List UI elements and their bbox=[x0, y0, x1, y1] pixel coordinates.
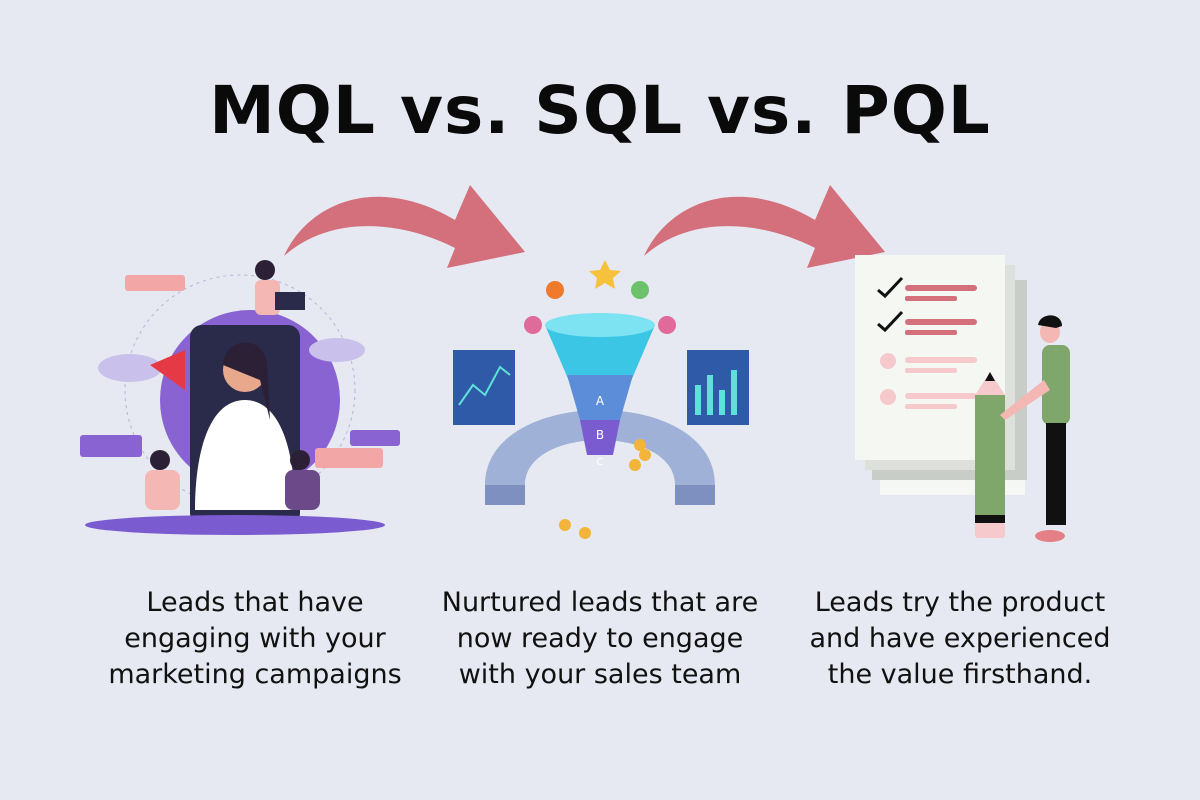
funnel-label-a: A bbox=[596, 394, 605, 408]
sql-caption: Nurtured leads that are now ready to eng… bbox=[430, 585, 770, 693]
caption-line: now ready to engage bbox=[456, 623, 744, 654]
marketing-campaign-illustration bbox=[80, 260, 400, 535]
funnel-label-c: C bbox=[597, 457, 604, 468]
caption-line: marketing campaigns bbox=[108, 659, 402, 690]
curved-arrow-icon bbox=[284, 185, 525, 268]
caption-line: and have experienced bbox=[809, 623, 1111, 654]
caption-line: engaging with your bbox=[124, 623, 386, 654]
funnel-label-b: B bbox=[596, 428, 604, 442]
curved-arrow-icon bbox=[644, 185, 885, 268]
page-title: MQL vs. SQL vs. PQL bbox=[209, 72, 991, 149]
caption-line: Leads that have bbox=[146, 587, 364, 618]
caption-line: Leads try the product bbox=[814, 587, 1106, 618]
mql-caption: Leads that have engaging with your marke… bbox=[85, 585, 425, 693]
caption-line: the value firsthand. bbox=[827, 659, 1093, 690]
caption-line: Nurtured leads that are bbox=[441, 587, 759, 618]
sales-funnel-illustration: A B C bbox=[453, 260, 749, 539]
caption-line: with your sales team bbox=[458, 659, 742, 690]
product-checklist-illustration bbox=[855, 255, 1070, 542]
pql-caption: Leads try the product and have experienc… bbox=[790, 585, 1130, 693]
